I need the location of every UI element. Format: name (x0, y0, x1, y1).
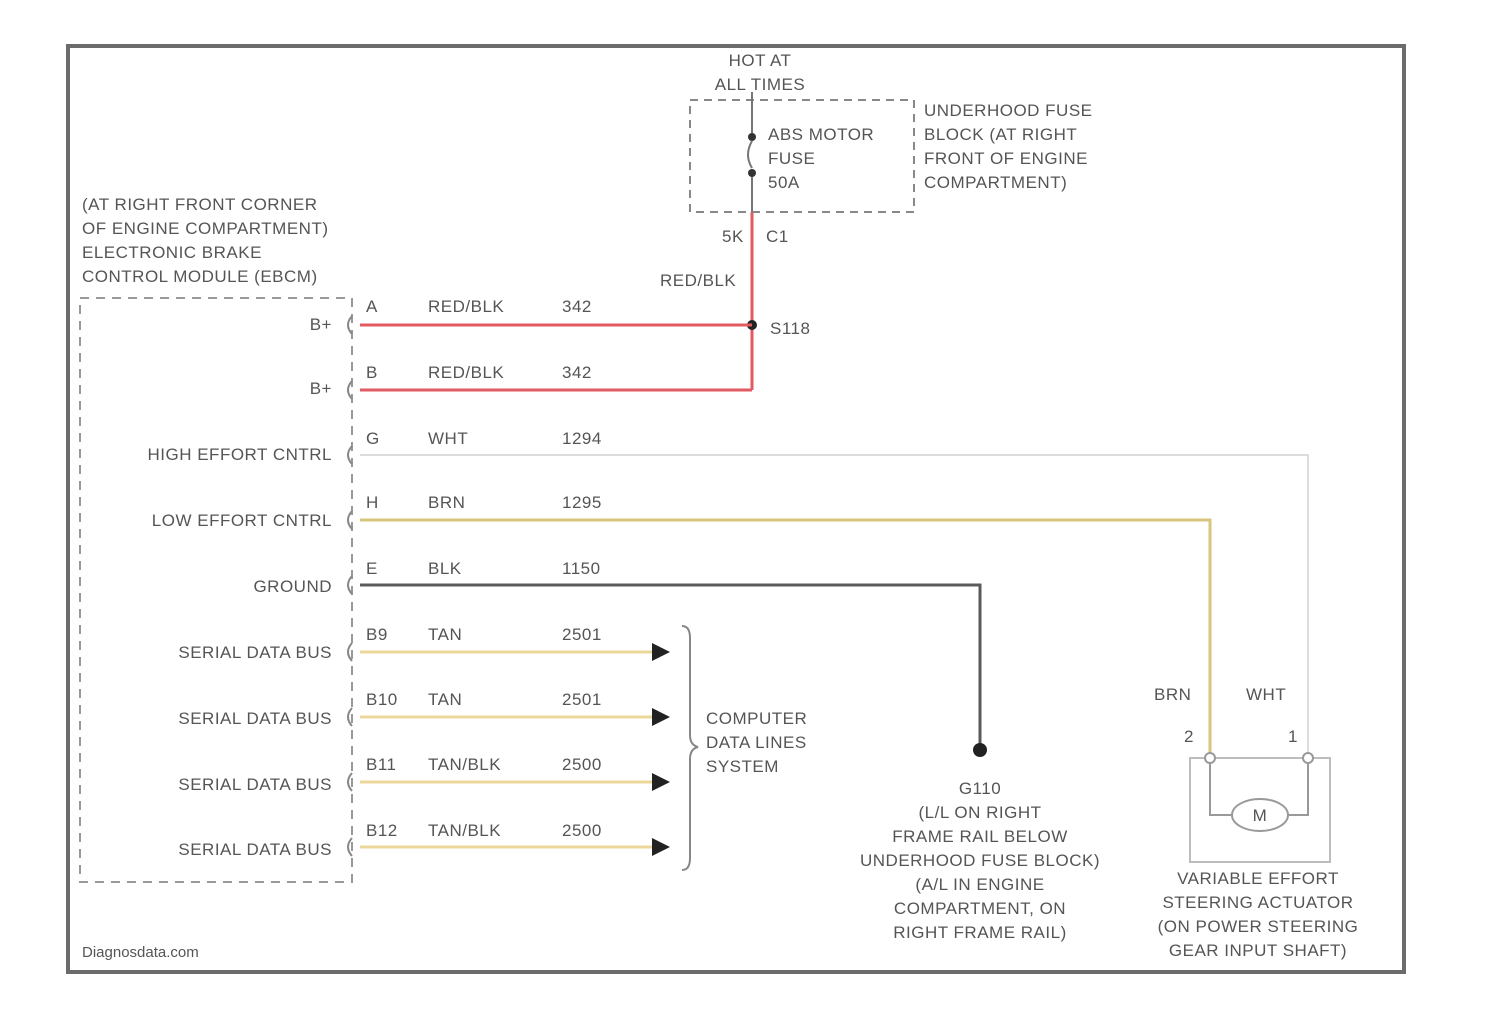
pin-g-color: WHT (428, 429, 468, 448)
module-title-4: CONTROL MODULE (EBCM) (82, 267, 318, 286)
actuator-terminal-left (1205, 753, 1215, 763)
pin-b9-label: B9 (366, 625, 388, 644)
pin-b9-side-label: SERIAL DATA BUS (178, 643, 332, 662)
module-title-1: (AT RIGHT FRONT CORNER (82, 195, 317, 214)
pin-h-label: H (366, 493, 379, 512)
pin-a-circuit: 342 (562, 297, 592, 316)
pin-b-circuit: 342 (562, 363, 592, 382)
module-title-2: OF ENGINE COMPARTMENT) (82, 219, 329, 238)
arrow-b10 (652, 708, 670, 726)
pin-b11-color: TAN/BLK (428, 755, 501, 774)
data-lines-brace (682, 626, 698, 870)
ground-label-4: UNDERHOOD FUSE BLOCK) (860, 851, 1100, 870)
module-title-3: ELECTRONIC BRAKE (82, 243, 262, 262)
hot-label-1: HOT AT (729, 51, 792, 70)
actuator-label-2: STEERING ACTUATOR (1162, 893, 1353, 912)
ground-label-5: (A/L IN ENGINE (915, 875, 1044, 894)
pin-b10-side-label: SERIAL DATA BUS (178, 709, 332, 728)
ground-label-1: G110 (959, 779, 1001, 798)
ground-label-3: FRAME RAIL BELOW (892, 827, 1068, 846)
pin-b10-label: B10 (366, 690, 398, 709)
pin-b10-circuit: 2501 (562, 690, 602, 709)
fuse-label-3: 50A (768, 173, 800, 192)
fuse-terminal-top (748, 133, 756, 141)
arrow-b12 (652, 838, 670, 856)
actuator-wire-left-label: BRN (1154, 685, 1191, 704)
fuse-terminal-bottom (748, 169, 756, 177)
fuse-label-2: FUSE (768, 149, 815, 168)
wire-g-white (360, 455, 1308, 758)
feed-wire-color-label: RED/BLK (660, 271, 736, 290)
pin-h-color: BRN (428, 493, 465, 512)
actuator-terminal-right (1303, 753, 1313, 763)
connector-right-label: C1 (766, 227, 789, 246)
pin-e-side-label: GROUND (253, 577, 332, 596)
pin-b11-label: B11 (366, 755, 397, 774)
connector-left-label: 5K (722, 227, 744, 246)
pin-b11-circuit: 2500 (562, 755, 602, 774)
pin-g-circuit: 1294 (562, 429, 602, 448)
pin-b12-side-label: SERIAL DATA BUS (178, 840, 332, 859)
actuator-wire-right-label: WHT (1246, 685, 1286, 704)
wire-e-black (360, 585, 980, 748)
ground-label-6: COMPARTMENT, ON (894, 899, 1066, 918)
splice-label: S118 (770, 319, 810, 338)
pin-b-color: RED/BLK (428, 363, 504, 382)
fuse-element (748, 141, 752, 168)
ground-dot (973, 743, 987, 757)
data-lines-label-1: COMPUTER (706, 709, 807, 728)
fuse-block-label-2: BLOCK (AT RIGHT (924, 125, 1077, 144)
motor-symbol-label: M (1253, 806, 1268, 825)
actuator-label-4: GEAR INPUT SHAFT) (1169, 941, 1347, 960)
actuator-pin-right: 1 (1288, 727, 1298, 746)
pin-a-side-label: B+ (310, 315, 332, 334)
actuator-pin-left: 2 (1184, 727, 1194, 746)
arrow-b11 (652, 773, 670, 791)
arrow-b9 (652, 643, 670, 661)
pin-a-label: A (366, 297, 378, 316)
pin-h-side-label: LOW EFFORT CNTRL (152, 511, 332, 530)
pin-h-circuit: 1295 (562, 493, 602, 512)
pin-e-circuit: 1150 (562, 559, 601, 578)
pin-b10-color: TAN (428, 690, 462, 709)
pin-b12-color: TAN/BLK (428, 821, 501, 840)
data-lines-label-2: DATA LINES (706, 733, 807, 752)
pin-g-label: G (366, 429, 380, 448)
hot-label-2: ALL TIMES (715, 75, 805, 94)
pin-b-side-label: B+ (310, 379, 332, 398)
ground-label-2: (L/L ON RIGHT (919, 803, 1042, 822)
actuator-label-3: (ON POWER STEERING (1158, 917, 1359, 936)
pin-b-label: B (366, 363, 378, 382)
fuse-block-label-1: UNDERHOOD FUSE (924, 101, 1093, 120)
fuse-block-label-4: COMPARTMENT) (924, 173, 1067, 192)
fuse-block-label-3: FRONT OF ENGINE (924, 149, 1088, 168)
actuator-label-1: VARIABLE EFFORT (1177, 869, 1339, 888)
fuse-label-1: ABS MOTOR (768, 125, 874, 144)
pin-g-side-label: HIGH EFFORT CNTRL (148, 445, 333, 464)
ground-label-7: RIGHT FRAME RAIL) (893, 923, 1066, 942)
pin-b9-color: TAN (428, 625, 462, 644)
pin-b9-circuit: 2501 (562, 625, 602, 644)
pin-b11-side-label: SERIAL DATA BUS (178, 775, 332, 794)
pin-b12-label: B12 (366, 821, 398, 840)
pin-b12-circuit: 2500 (562, 821, 602, 840)
pin-e-color: BLK (428, 559, 462, 578)
data-lines-label-3: SYSTEM (706, 757, 779, 776)
pin-e-label: E (366, 559, 378, 578)
credit-text: Diagnosdata.com (82, 944, 199, 961)
pin-a-color: RED/BLK (428, 297, 504, 316)
